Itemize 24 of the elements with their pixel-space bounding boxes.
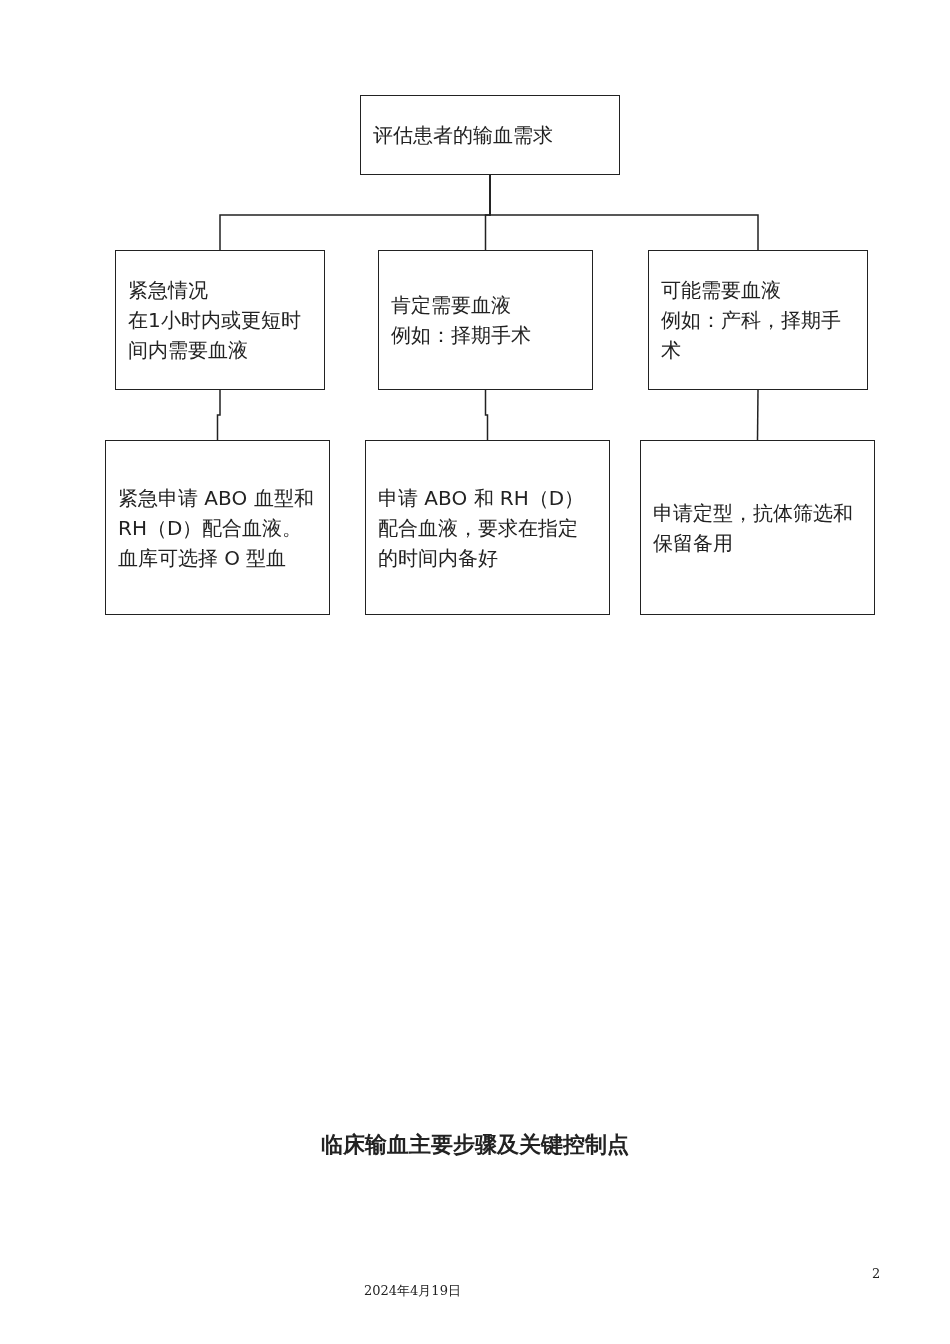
process-box — [640, 440, 875, 615]
connector-line — [489, 174, 759, 251]
box-text: 在1小时内或更短时间内需要血液 — [128, 307, 302, 364]
process-box — [365, 440, 610, 615]
process-box — [378, 250, 593, 390]
page-number: 2 — [872, 1266, 881, 1281]
date-footer: 2024年4月19日 — [364, 1282, 461, 1300]
connector-line — [216, 389, 221, 441]
page-title: 临床输血主要步骤及关键控制点 — [320, 1131, 630, 1159]
box-heading: 紧急情况 — [128, 277, 209, 304]
connector-line — [484, 389, 489, 441]
box-text: 紧急申请 ABO 血型和 RH（D）配合血液。血库可选择 O 型血 — [118, 484, 315, 572]
box-heading: 可能需要血液 — [661, 277, 782, 304]
connector-line — [756, 389, 759, 441]
box-text: 申请 ABO 和 RH（D）配合血液，要求在指定的时间内备好 — [378, 484, 586, 572]
box-text: 评估患者的输血需求 — [373, 122, 554, 149]
box-text: 例如：产科，择期手术 — [661, 307, 842, 364]
process-box — [105, 440, 330, 615]
process-box — [360, 95, 620, 175]
box-text: 例如：择期手术 — [391, 322, 532, 349]
box-text: 申请定型，抗体筛选和保留备用 — [653, 499, 854, 557]
process-box — [115, 250, 325, 390]
process-box — [648, 250, 868, 390]
box-heading: 肯定需要血液 — [391, 292, 512, 319]
